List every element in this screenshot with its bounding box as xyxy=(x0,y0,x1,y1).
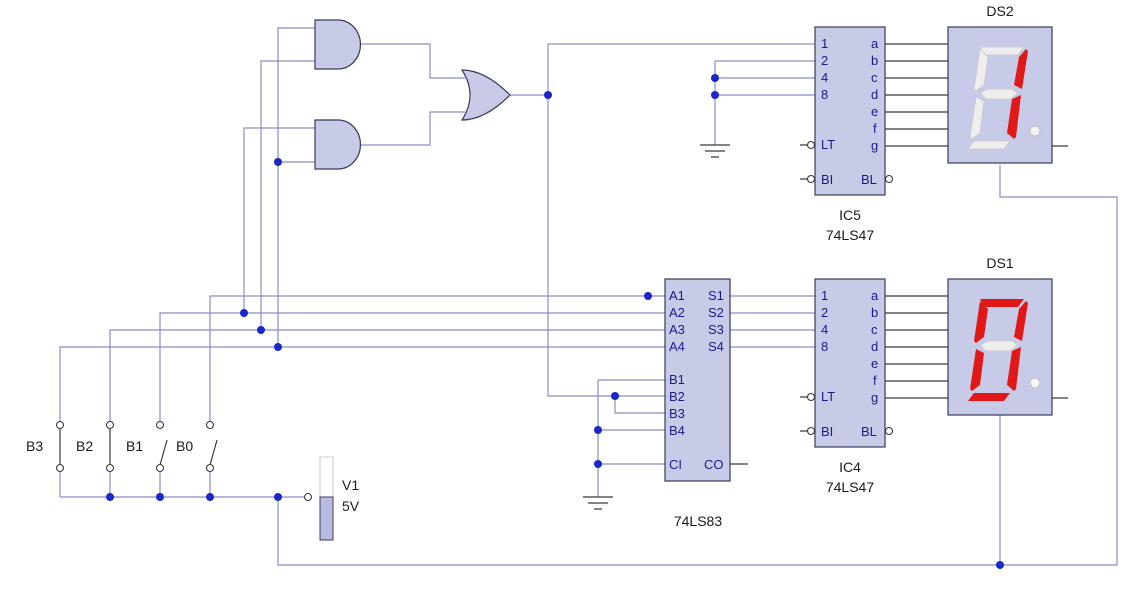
adder-pin-a2: A2 xyxy=(669,305,685,320)
switch-b1-label: B1 xyxy=(126,438,143,454)
ic5-part: 74LS47 xyxy=(826,227,874,243)
ds2-label: DS2 xyxy=(986,3,1013,19)
ds2-segment-a xyxy=(979,46,1025,56)
ic5-out-g: g xyxy=(871,138,878,153)
ic4-out-c: c xyxy=(871,322,878,337)
switch-b0-label: B0 xyxy=(176,438,193,454)
ic5-ref: IC5 xyxy=(839,207,861,223)
ic4-pin-1: 1 xyxy=(821,288,828,303)
ic5-out-c: c xyxy=(871,70,878,85)
ds1-label: DS1 xyxy=(986,255,1013,271)
adder-pin-b3: B3 xyxy=(669,406,685,421)
ic5-pin-lt: LT xyxy=(821,137,835,152)
adder-pin-b1: B1 xyxy=(669,372,685,387)
adder-pin-s4: S4 xyxy=(708,339,724,354)
adder-pin-s2: S2 xyxy=(708,305,724,320)
switch-b3-label: B3 xyxy=(26,438,43,454)
ic5-chip: 1 2 4 8 LT BI BL a b c d e f g xyxy=(806,26,894,196)
ds2-segment-f xyxy=(973,48,989,92)
adder-chip: A1 A2 A3 A4 S1 S2 S3 S4 B1 B2 B3 B4 CI C… xyxy=(664,278,731,482)
ds1-segment-c xyxy=(1007,347,1021,391)
ic4-ref: IC4 xyxy=(839,459,861,475)
ds1-segment-a xyxy=(980,299,1024,307)
ic4-out-g: g xyxy=(871,390,878,405)
ic4-pin-bi: BI xyxy=(821,424,833,439)
ic5-out-a: a xyxy=(871,36,879,51)
adder-pin-a3: A3 xyxy=(669,322,685,337)
ds2-segments xyxy=(967,46,1028,150)
v1-value: 5V xyxy=(342,498,360,514)
ds1-segment-d xyxy=(968,393,1010,401)
ic5-pin-bl: BL xyxy=(861,172,877,187)
adder-part: 74LS83 xyxy=(674,513,722,529)
ds1-segments xyxy=(968,299,1028,401)
junctions xyxy=(106,74,1004,569)
v1-source xyxy=(303,456,334,541)
ic5-pin-bi: BI xyxy=(821,172,833,187)
ic4-out-a: a xyxy=(871,288,879,303)
wires xyxy=(59,27,1118,566)
adder-pin-a1: A1 xyxy=(669,288,685,303)
ds1-display xyxy=(947,278,1053,416)
ds2-segment-g xyxy=(979,88,1019,100)
switch-b0[interactable] xyxy=(205,420,218,473)
ic4-part: 74LS47 xyxy=(826,479,874,495)
ic4-pin-bl: BL xyxy=(861,424,877,439)
adder-pin-b4: B4 xyxy=(669,423,685,438)
ic4-pin-lt: LT xyxy=(821,389,835,404)
ds1-segment-b xyxy=(1014,301,1028,341)
ic4-out-b: b xyxy=(871,305,878,320)
ic4-out-d: d xyxy=(871,339,878,354)
and-gate-1 xyxy=(314,19,361,70)
ds1-segment-f xyxy=(974,301,988,343)
v1-ref: V1 xyxy=(342,477,359,493)
switch-b2[interactable] xyxy=(105,420,115,473)
adder-pin-ci: CI xyxy=(669,457,682,472)
ic5-pin-8: 8 xyxy=(821,87,828,102)
ds1-segment-e xyxy=(970,349,984,391)
adder-pin-s1: S1 xyxy=(708,288,724,303)
ic4-pin-8: 8 xyxy=(821,339,828,354)
ic5-out-e: e xyxy=(871,104,878,119)
and-gate-2 xyxy=(314,119,361,170)
ic4-pin-4: 4 xyxy=(821,322,828,337)
ds2-segment-d xyxy=(967,140,1011,150)
ic4-chip: 1 2 4 8 LT BI BL a b c d e f g xyxy=(806,278,894,448)
or-gate xyxy=(460,69,511,121)
adder-pin-co: CO xyxy=(704,457,724,472)
ds2-segment-b xyxy=(1014,49,1028,89)
switch-b2-label: B2 xyxy=(76,438,93,454)
ds1-segment-g xyxy=(979,340,1019,352)
switch-b1[interactable] xyxy=(155,420,168,473)
adder-pin-a4: A4 xyxy=(669,339,685,354)
ds2-segment-e xyxy=(969,96,985,140)
ic4-out-e: e xyxy=(871,356,878,371)
ic5-pin-1: 1 xyxy=(821,36,828,51)
ic5-pin-4: 4 xyxy=(821,70,828,85)
ic4-out-f: f xyxy=(873,373,877,388)
adder-pin-s3: S3 xyxy=(708,322,724,337)
ic5-out-b: b xyxy=(871,53,878,68)
ic5-out-d: d xyxy=(871,87,878,102)
ds2-segment-c xyxy=(1007,95,1021,139)
adder-pin-b2: B2 xyxy=(669,389,685,404)
ic5-pin-2: 2 xyxy=(821,53,828,68)
switch-b3[interactable] xyxy=(55,420,65,473)
ic4-pin-2: 2 xyxy=(821,305,828,320)
ic5-out-f: f xyxy=(873,121,877,136)
ds2-display xyxy=(947,26,1053,164)
